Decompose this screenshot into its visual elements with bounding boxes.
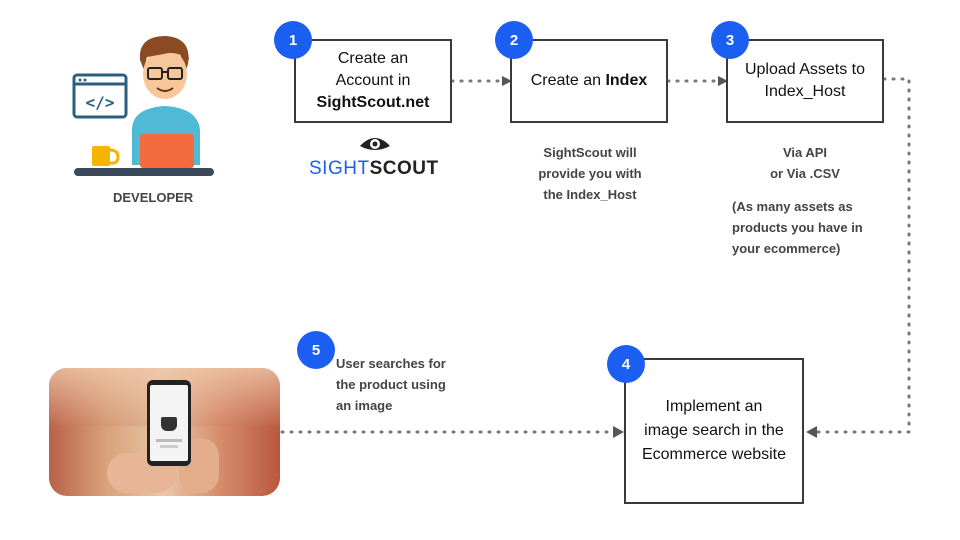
smartphone-icon — [147, 380, 191, 466]
connector-3-4 — [816, 77, 911, 434]
step-3-note-line: or Via .CSV — [770, 166, 840, 181]
step-2-badge: 2 — [495, 21, 533, 59]
arrowhead-4-left — [613, 426, 624, 438]
step-3-note-line: Via API — [782, 145, 828, 160]
step-5-badge: 5 — [297, 331, 335, 369]
step-3-extra-line: products you have in — [732, 220, 863, 235]
shopping-photo — [49, 368, 280, 496]
step-3-extra-note: (As many assets as products you have in … — [732, 196, 902, 259]
step-4-badge: 4 — [607, 345, 645, 383]
step-3-line-1: Upload Assets to — [744, 61, 866, 78]
step-2-note-line: provide you with — [538, 166, 642, 181]
svg-text:</>: </> — [86, 93, 115, 112]
step-2-note: SightScout will provide you with the Ind… — [520, 142, 660, 205]
step-1-bold: SightScout.net — [316, 94, 430, 111]
sightscout-eye-icon — [358, 134, 392, 159]
logo-part-2: SCOUT — [369, 158, 439, 179]
step-5-note-line: the product using — [336, 377, 446, 392]
developer-illustration: </> — [68, 30, 218, 185]
step-2-box: Create an Index — [510, 39, 668, 123]
step-3-badge: 3 — [711, 21, 749, 59]
step-2-note-line: SightScout will — [543, 145, 637, 160]
step-3-box: Upload Assets to Index_Host — [726, 39, 884, 123]
sightscout-logo: SIGHTSCOUT — [309, 158, 439, 180]
step-3-extra-line: your ecommerce) — [732, 241, 841, 256]
step-2-bold: Index — [605, 72, 648, 89]
logo-part-1: SIGHT — [309, 158, 370, 179]
step-5-note: User searches for the product using an i… — [336, 353, 486, 416]
step-4-line-2: image search in the — [644, 422, 784, 439]
developer-label: DEVELOPER — [113, 190, 194, 205]
step-5-note-line: User searches for — [336, 356, 446, 371]
step-2-text: Create an — [530, 72, 606, 89]
step-3-note: Via API or Via .CSV — [750, 142, 860, 184]
step-2-note-line: the Index_Host — [543, 187, 637, 202]
arrowhead-3 — [718, 76, 728, 86]
step-1-box: Create an Account in SightScout.net — [294, 39, 452, 123]
step-4-line-3: Ecommerce website — [641, 446, 787, 463]
step-4-line-1: Implement an — [665, 398, 763, 415]
step-1-badge: 1 — [274, 21, 312, 59]
step-3-extra-line: (As many assets as — [732, 199, 853, 214]
arrowhead-2 — [502, 76, 512, 86]
arrowhead-4-right — [806, 426, 817, 438]
step-1-line-1: Create an — [337, 50, 409, 67]
step-5-note-line: an image — [336, 398, 393, 413]
step-1-line-2: Account in — [335, 72, 411, 89]
step-3-line-2: Index_Host — [764, 83, 846, 100]
code-window-icon: </> — [72, 73, 128, 119]
step-4-box: Implement an image search in the Ecommer… — [624, 358, 804, 504]
